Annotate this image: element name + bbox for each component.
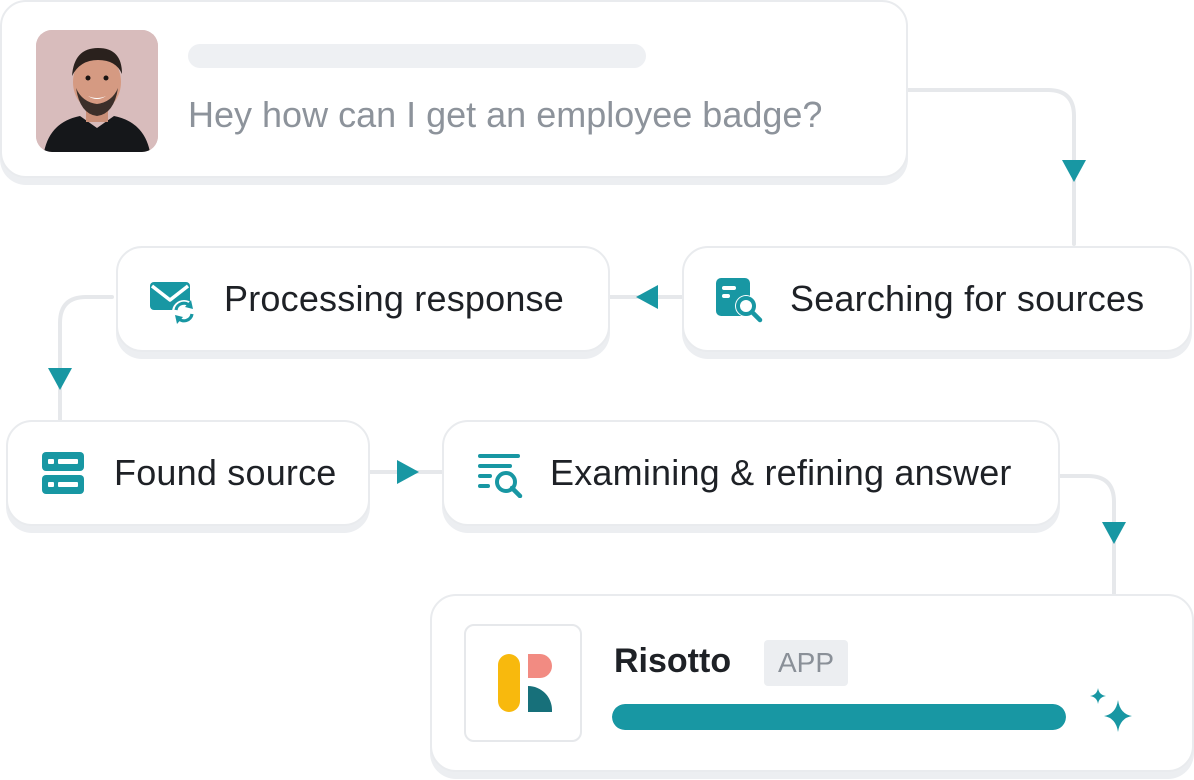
document-search-icon — [714, 274, 764, 324]
sparkles-icon — [1090, 688, 1132, 732]
app-card: Risotto APP — [430, 594, 1194, 772]
arrow-right — [397, 460, 419, 484]
step-label: Searching for sources — [790, 278, 1145, 319]
risotto-logo — [498, 654, 552, 712]
question-card: Hey how can I get an employee badge? — [0, 0, 908, 178]
progress-fill — [612, 704, 1066, 730]
step-processing-response: Processing response — [116, 246, 610, 352]
envelope-refresh-icon — [148, 274, 198, 324]
step-label: Processing response — [224, 278, 564, 319]
step-examining-refining: Examining & refining answer — [442, 420, 1060, 526]
arrow-down-3 — [1102, 522, 1126, 544]
step-found-source: Found source — [6, 420, 370, 526]
name-placeholder-bar — [188, 44, 646, 68]
arrow-down-2 — [48, 368, 72, 390]
app-badge: APP — [764, 640, 849, 686]
step-label: Found source — [114, 452, 337, 493]
step-label: Examining & refining answer — [550, 452, 1012, 493]
arrow-down-1 — [1062, 160, 1086, 182]
database-server-icon — [38, 448, 88, 498]
user-avatar — [36, 30, 158, 152]
arrow-left — [636, 285, 658, 309]
app-name: Risotto — [614, 642, 732, 680]
step-searching-sources: Searching for sources — [682, 246, 1192, 352]
app-logo — [464, 624, 582, 742]
list-search-icon — [474, 448, 524, 498]
progress-bar — [612, 704, 1066, 730]
question-message: Hey how can I get an employee badge? — [188, 94, 823, 135]
